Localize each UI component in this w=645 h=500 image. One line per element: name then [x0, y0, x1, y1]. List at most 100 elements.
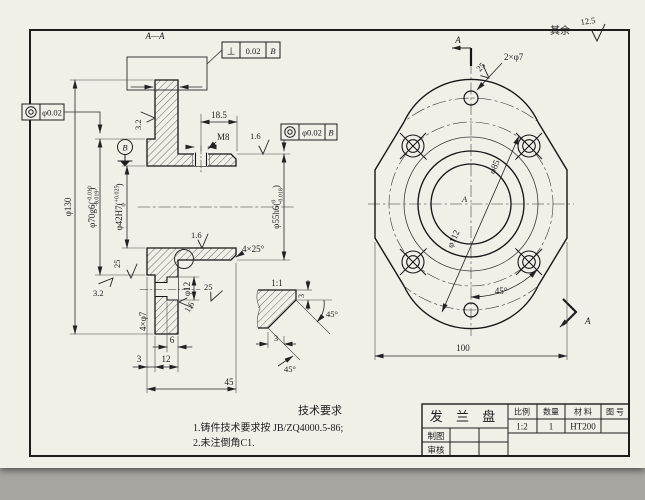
header-quantity: 数量	[543, 407, 559, 417]
dim-dia70: φ70g6(-0.010-0.019)	[87, 186, 101, 228]
tech-req-item-1: 1.铸件技术要求按 JB/ZQ4000.5-86;	[193, 421, 343, 434]
detail-scale: 1:1	[271, 278, 283, 288]
dim-12: 12	[162, 354, 171, 364]
top-holes-leader	[476, 62, 503, 91]
dim-dia85: φ85	[487, 158, 502, 175]
hole-mark	[399, 132, 427, 160]
cut-label-top: A	[454, 35, 461, 45]
tech-req-item-2: 2.未注倒角C1.	[193, 436, 255, 449]
datum-b-symbol: B	[117, 139, 133, 167]
detail-material	[258, 290, 296, 328]
detail-angle-a: 45°	[326, 309, 338, 319]
perpendicularity-icon: ⊥	[227, 47, 236, 58]
perpendicularity-value: 0.02	[246, 46, 261, 56]
concentricity-frame-left: φ0.02	[21, 103, 103, 134]
part-section-lower	[146, 247, 237, 335]
finish-3-2: 3.2	[133, 119, 143, 130]
dimension-lines	[72, 79, 287, 392]
roughness-icon	[258, 139, 270, 156]
row-drafted: 制图	[427, 431, 444, 441]
plain-hole-top	[463, 90, 479, 106]
finish-1-6: 1.6	[191, 230, 202, 240]
flange-outline	[374, 78, 568, 330]
tech-requirements: 技术要求 1.铸件技术要求按 JB/ZQ4000.5-86; 2.未注倒角C1.	[193, 404, 343, 449]
perpendicularity-frame: ⊥ 0.02 B	[221, 41, 281, 59]
drawing-sheet	[0, 0, 645, 468]
datum-b-label: B	[122, 143, 127, 153]
detail-indicator-circle	[174, 249, 194, 269]
angle-dim-arc	[470, 269, 538, 300]
value-material: HT200	[570, 422, 596, 432]
radial-dim-line	[441, 135, 520, 313]
surface-finish-symbols	[98, 111, 270, 309]
dim-dia42: φ42H7(+0.0250)	[114, 183, 128, 230]
cutting-plane-top: A	[451, 35, 473, 66]
extension-lines	[69, 79, 291, 394]
section-view: A—A	[21, 31, 338, 394]
detail-break-line	[256, 289, 261, 329]
header-drawing-no: 图 号	[606, 408, 624, 417]
dim-m8: M8	[217, 132, 230, 142]
cut-bend-label: A	[461, 194, 468, 204]
value-scale: 1:2	[516, 422, 528, 432]
dim-18-5: 18.5	[211, 110, 227, 120]
perpendicularity-datum: B	[270, 46, 275, 56]
dim-4xdia7: 4×φ7	[138, 311, 148, 331]
roughness-icon	[480, 63, 490, 79]
dim-dia12: φ12	[182, 282, 192, 296]
dim-dia55: φ55h6(0-0.018)	[271, 185, 285, 229]
row-checked: 审核	[427, 445, 445, 455]
dim-100: 100	[456, 343, 470, 353]
title-block-grid	[421, 403, 630, 457]
dim-2xdia7: 2×φ7	[504, 52, 524, 62]
header-scale: 比例	[514, 407, 530, 417]
concentricity-right-value: φ0.02	[302, 128, 322, 138]
detail-view: 1:1 3 3 45° 45°	[256, 278, 338, 374]
value-quantity: 1	[549, 422, 554, 432]
roughness-icon	[210, 290, 223, 302]
detail-angle-b: 45°	[284, 364, 296, 374]
concentricity-frame-right: φ0.02 B	[280, 123, 338, 152]
finish-25: 25	[112, 260, 122, 269]
dim-chamfer-4x25: 4×25°	[242, 244, 265, 254]
roughness-icon	[197, 233, 209, 250]
hole-mark	[515, 248, 543, 276]
part-name: 发 兰 盘	[430, 409, 501, 424]
cutting-plane-bottom: A	[559, 298, 591, 328]
roughness-icon	[591, 23, 606, 43]
front-view: φ85 φ112 A 2×φ7 25 A A 45° 100	[368, 15, 606, 360]
title-block: 发 兰 盘 比例 数量 材 料 图 号 1:2 1 HT200 制图 审核	[421, 403, 630, 457]
finish-25: 25	[204, 282, 213, 292]
tech-req-title: 技术要求	[298, 404, 342, 417]
concentricity-icon	[25, 106, 37, 118]
section-title: A—A	[145, 31, 166, 41]
header-material: 材 料	[574, 407, 592, 417]
dim-6: 6	[170, 335, 175, 345]
concentricity-icon	[284, 126, 296, 138]
concentricity-left-value: φ0.02	[42, 108, 62, 118]
dim-dia112: φ112	[445, 228, 462, 249]
finish-1-6: 1.6	[250, 131, 261, 141]
finish-25: 25	[474, 60, 487, 73]
hole-mark	[515, 132, 543, 160]
general-finish-label: 其余	[550, 24, 570, 37]
detail-leg-a: 3	[274, 333, 278, 343]
general-finish-note: 其余 12.5	[550, 15, 606, 43]
front-centerlines	[368, 62, 574, 336]
bolt-hole-section	[139, 276, 201, 301]
dim-angle45: 45°	[495, 286, 508, 296]
dim-dia130: φ130	[63, 197, 73, 216]
sheet-border	[29, 29, 630, 457]
roughness-icon	[98, 277, 114, 287]
general-finish-value: 12.5	[580, 15, 596, 27]
width-dim: 100	[374, 242, 568, 360]
cut-label-bottom: A	[584, 316, 591, 326]
concentricity-right-datum: B	[328, 128, 333, 138]
roughness-icon	[140, 111, 157, 123]
detail-leg-b: 3	[296, 294, 306, 298]
hole-mark	[399, 248, 427, 276]
detail-dims	[256, 280, 332, 367]
dim-45: 45	[225, 377, 235, 387]
roughness-icon	[177, 297, 194, 309]
